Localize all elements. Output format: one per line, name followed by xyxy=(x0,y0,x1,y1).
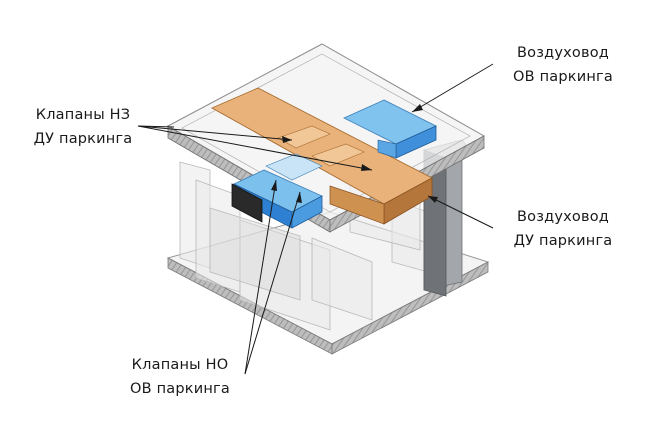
callout-valves-nz-line1: Клапаны НЗ xyxy=(35,107,131,123)
duct-ov-upper xyxy=(343,99,437,159)
callout-duct-ov: Воздуховод ОВ паркинга xyxy=(493,41,633,89)
callout-valves-no-line2: ОВ паркинга xyxy=(130,381,230,397)
callout-duct-du-line2: ДУ паркинга xyxy=(513,233,613,249)
callout-duct-ov-line2: ОВ паркинга xyxy=(513,69,613,85)
leader-lines xyxy=(137,63,494,375)
duct-du xyxy=(210,87,433,225)
callout-valves-no: Клапаны НО ОВ паркинга xyxy=(110,353,250,401)
duct-ov-lower xyxy=(231,153,323,229)
callout-duct-ov-line1: Воздуховод xyxy=(516,45,610,61)
callout-duct-du-line1: Воздуховод xyxy=(516,209,610,225)
leader-arrows xyxy=(271,104,438,203)
callout-valves-nz-line2: ДУ паркинга xyxy=(33,131,133,147)
callout-valves-no-line1: Клапаны НО xyxy=(131,357,229,373)
callout-duct-du: Воздуховод ДУ паркинга xyxy=(493,205,633,253)
callout-valves-nz: Клапаны НЗ ДУ паркинга xyxy=(18,103,148,151)
